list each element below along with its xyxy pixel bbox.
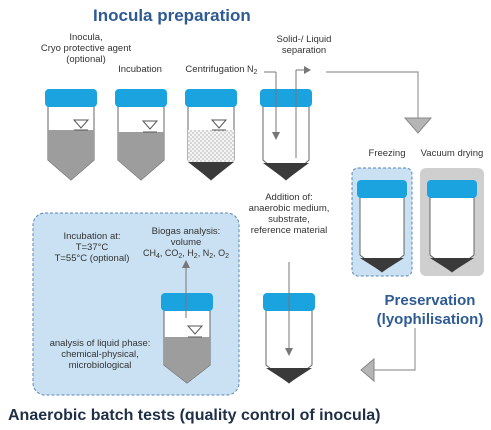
incubation-label: Incubation [118,64,162,75]
freezing-label: Freezing [368,148,406,159]
addition-label: Addition of: anaerobic medium, substrate… [248,192,330,236]
tube-inocula [45,89,97,181]
footer-title: Anaerobic batch tests (quality control o… [8,407,381,424]
vacuum-drying-label: Vacuum drying [420,148,484,159]
flow-arrow-to-tests [360,328,416,383]
biogas-label: Biogas analysis: volume CH4, CO2, H2, N2… [140,226,232,262]
nitrogen-label: N2 [247,64,258,76]
liquid-analysis-label: analysis of liquid phase: chemical-physi… [49,338,151,371]
gas-list: CH4, CO2, H2, N2, O2 [142,248,230,260]
incubation-at-label: Incubation at: T=37°C T=55°C (optional) [54,231,130,264]
separation-label: Solid-/ Liquid separation [276,34,332,56]
tube-addition [263,262,315,384]
flow-arrow-to-preservation [326,71,433,134]
tube-centrifugation [185,89,237,181]
preservation-title: Preservation (lyophilisation) [376,292,484,328]
page-title: Inocula preparation [93,6,251,25]
tube-freezing [357,180,407,273]
centrifugation-label: Centrifugation [185,64,245,75]
tube-batch-test [161,260,213,384]
tube-separation [260,66,312,181]
inocula-label: Inocula, Cryo protective agent (optional… [40,32,132,65]
tube-vacuum-drying [427,180,477,273]
tube-incubation [115,89,167,181]
